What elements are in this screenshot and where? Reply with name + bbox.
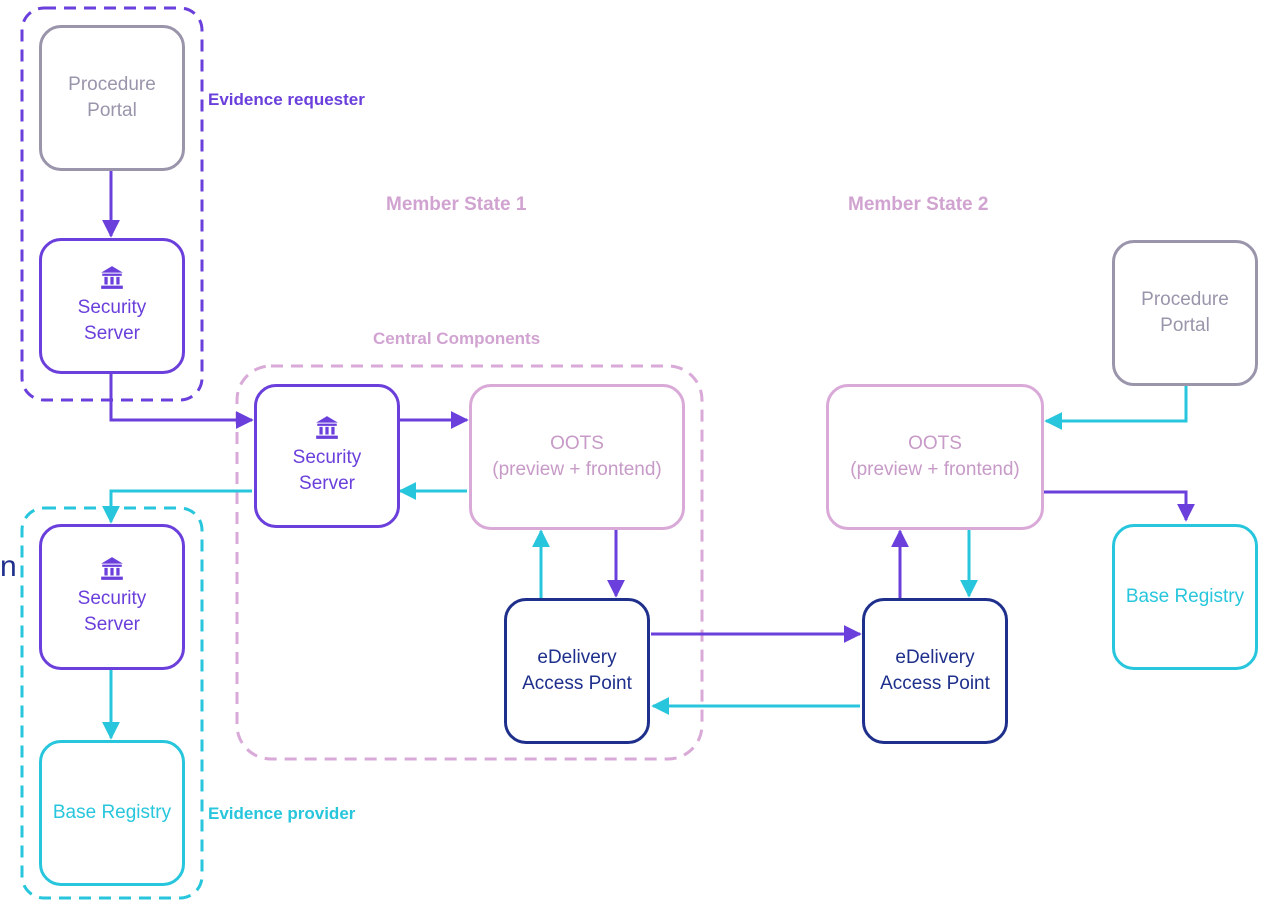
node-label-line1: Security [77, 297, 147, 318]
node-label-line1: Security [77, 588, 147, 609]
ms2-base-registry: Base Registry [1112, 524, 1258, 670]
node-label: Base Registry [1125, 586, 1245, 607]
arrow-ms2-oots-to-ms2-base-registry [1044, 490, 1195, 522]
node-label-line2: (preview + frontend) [492, 459, 662, 480]
node-label-line1: Procedure [68, 74, 156, 95]
arrow-requester-ss-to-central-ss [109, 372, 254, 429]
node-label-line2: Access Point [880, 673, 990, 694]
node-label-line1: eDelivery [895, 647, 975, 668]
node-label-line2: (preview + frontend) [850, 459, 1020, 480]
arrow-central-ss-to-provider-ss [102, 489, 252, 524]
provider-base-registry: Base Registry [39, 740, 185, 886]
bank-icon [99, 265, 125, 291]
bank-icon [314, 415, 340, 441]
member-state-2-label: Member State 2 [848, 194, 989, 215]
node-label-line1: OOTS [908, 433, 962, 454]
node-label-line1: Security [292, 447, 362, 468]
ms2-edelivery-access-point: eDelivery Access Point [862, 598, 1008, 744]
node-label-line1: Procedure [1141, 289, 1229, 310]
central-security-server: Security Server [254, 384, 400, 528]
node-label-line2: Server [84, 614, 140, 635]
bank-icon [99, 556, 125, 582]
node-label: Base Registry [52, 802, 172, 823]
central-components-label: Central Components [373, 329, 541, 348]
ms2-procedure-portal: Procedure Portal [1112, 240, 1258, 386]
node-label-line2: Portal [87, 100, 137, 121]
evidence-requester-label: Evidence requester [208, 90, 365, 109]
ms1-edelivery-access-point: eDelivery Access Point [504, 598, 650, 744]
requester-procedure-portal: Procedure Portal [39, 25, 185, 171]
requester-security-server: Security Server [39, 238, 185, 374]
node-label-line2: Server [84, 323, 140, 344]
member-state-1-label: Member State 1 [386, 194, 527, 215]
arrow-ms2-portal-to-ms2-oots [1044, 386, 1188, 430]
node-label-line1: OOTS [550, 433, 604, 454]
evidence-provider-label: Evidence provider [208, 804, 356, 823]
edge-text-fragment: n [0, 550, 16, 583]
node-label-line2: Access Point [522, 673, 632, 694]
ms1-oots: OOTS (preview + frontend) [469, 384, 685, 530]
cyan-flows [102, 386, 1188, 740]
central-components-group [235, 364, 704, 761]
ms2-oots: OOTS (preview + frontend) [826, 384, 1044, 530]
node-label-line2: Server [299, 473, 355, 494]
provider-security-server: Security Server [39, 524, 185, 670]
node-label-line2: Portal [1160, 315, 1210, 336]
purple-flows [102, 170, 1195, 643]
node-label-line1: eDelivery [537, 647, 617, 668]
